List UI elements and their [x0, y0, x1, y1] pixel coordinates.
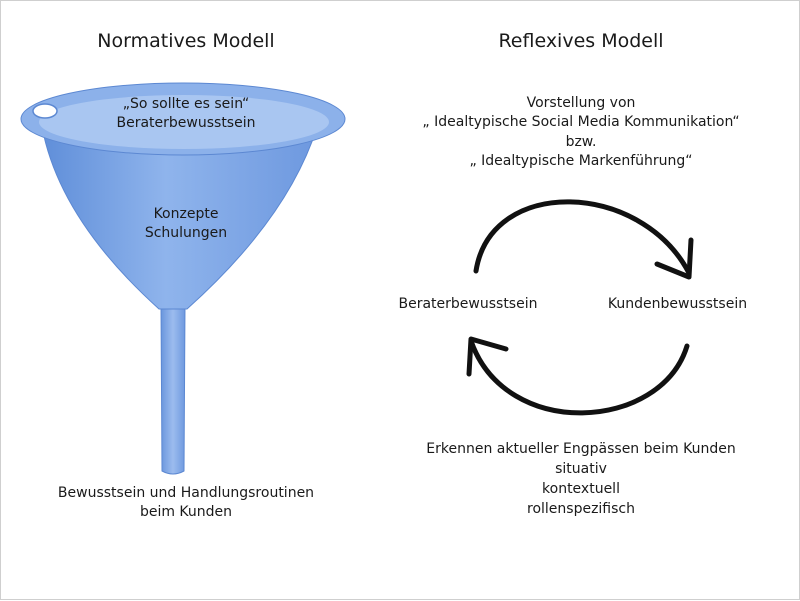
right-bottom-line-1: Erkennen aktueller Engpässen beim Kunden [426, 441, 736, 457]
cycle-arrowhead-top [654, 237, 694, 280]
cycle-arrow-bottom [468, 338, 690, 416]
cycle-arrowhead-bottom [466, 336, 509, 377]
cycle-arrow-top [473, 199, 692, 276]
right-top-line-3: bzw. [565, 134, 597, 150]
right-bottom-line-4: rollenspezifisch [527, 501, 635, 517]
left-middle-line-2: Schulungen [144, 225, 228, 241]
right-title: Reflexives Modell [498, 30, 664, 52]
left-top-line-1: „So sollte es sein“ [122, 96, 250, 112]
funnel-cone [40, 120, 320, 310]
funnel-spout [160, 305, 186, 475]
right-bottom-line-3: kontextuell [542, 481, 620, 497]
right-bottom-line-2: situativ [555, 461, 607, 477]
left-title: Normatives Modell [97, 30, 275, 52]
funnel-tab-hole [32, 103, 58, 119]
right-top-line-4: „ Idealtypische Markenführung“ [469, 153, 693, 169]
right-left-label: Beraterbewusstsein [398, 296, 538, 312]
left-bottom-line-2: beim Kunden [139, 504, 233, 520]
left-bottom-line-1: Bewusstsein und Handlungsroutinen [57, 485, 315, 501]
right-top-line-1: Vorstellung von [526, 95, 636, 111]
left-middle-line-1: Konzepte [153, 206, 219, 222]
left-top-line-2: Beraterbewusstsein [116, 115, 256, 131]
funnel-inner [39, 95, 329, 149]
right-right-label: Kundenbewusstsein [607, 296, 748, 312]
right-top-line-2: „ Idealtypische Social Media Kommunikati… [422, 114, 740, 130]
